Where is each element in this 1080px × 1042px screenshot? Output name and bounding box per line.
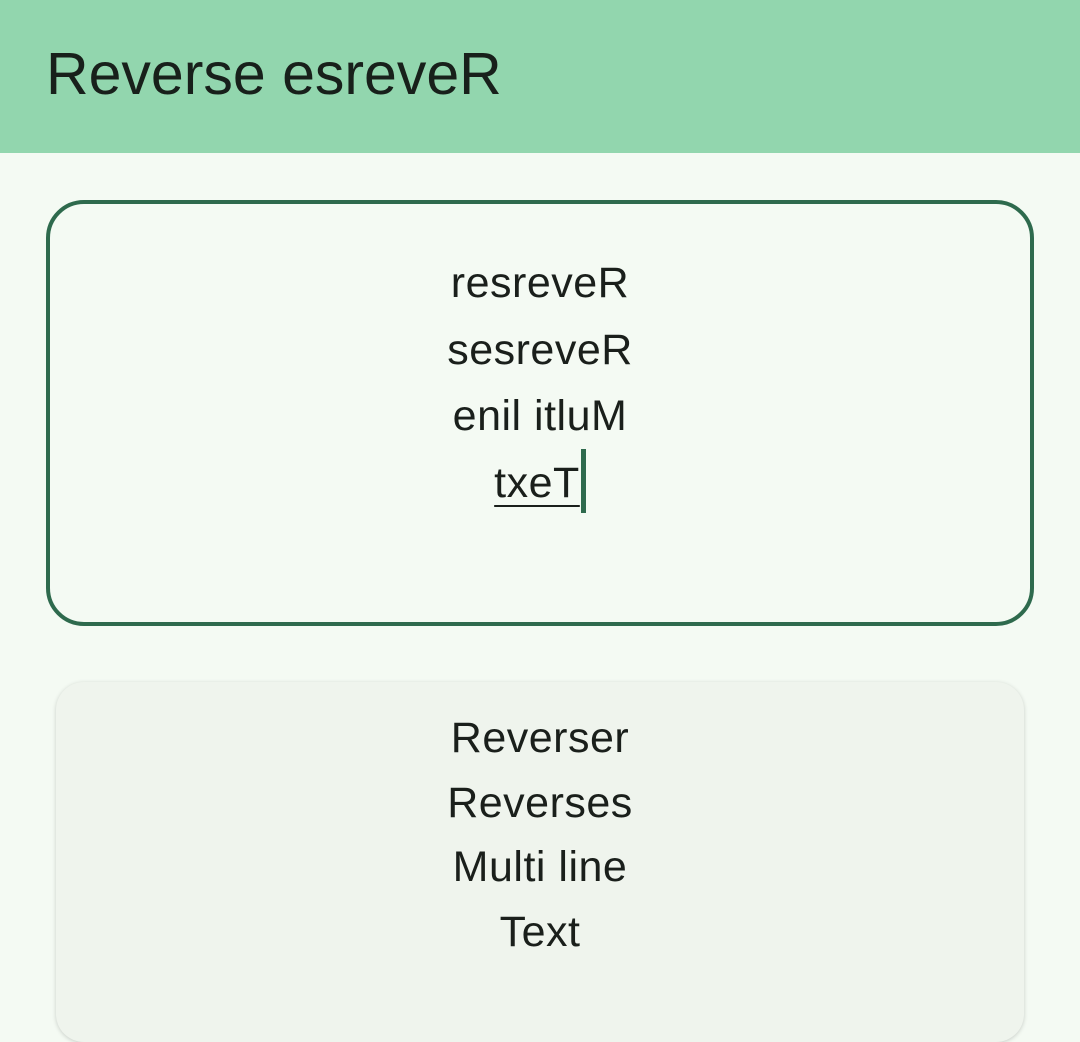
output-line: Text bbox=[499, 907, 581, 956]
text-input-field[interactable]: resreveR sesreveR enil itluM txeT bbox=[46, 200, 1034, 626]
input-line: sesreveR bbox=[447, 325, 633, 374]
input-line: resreveR bbox=[450, 259, 630, 307]
output-line: Multi line bbox=[452, 843, 628, 891]
app-title: Reverse esreveR bbox=[46, 41, 502, 107]
output-line: Reverser bbox=[450, 714, 630, 762]
text-cursor bbox=[580, 449, 586, 514]
input-line: enil itluM bbox=[452, 392, 628, 440]
output-line: Reverses bbox=[447, 778, 633, 827]
input-text[interactable]: resreveR sesreveR enil itluM txeT bbox=[50, 250, 1030, 517]
input-line-current: txeT bbox=[50, 449, 1030, 518]
output-card: Reverser Reverses Multi line Text bbox=[56, 682, 1024, 1042]
composing-text: txeT bbox=[494, 458, 580, 507]
app-bar: Reverse esreveR bbox=[0, 0, 1080, 153]
output-text: Reverser Reverses Multi line Text bbox=[56, 706, 1024, 964]
